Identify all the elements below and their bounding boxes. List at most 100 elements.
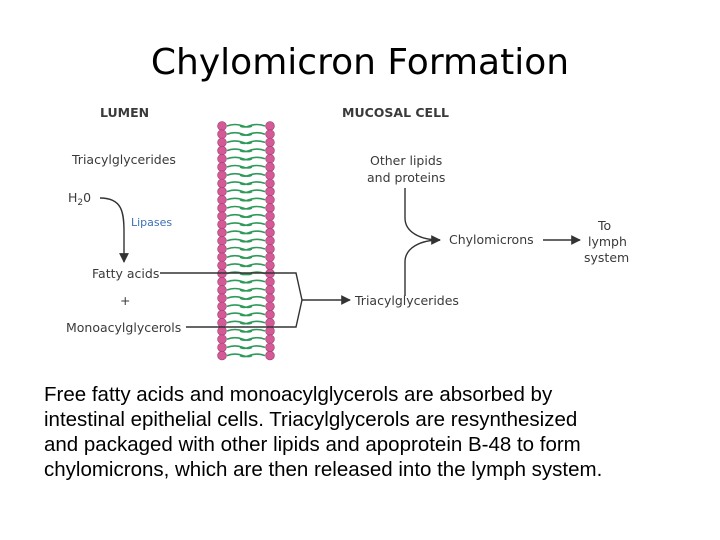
phospholipid-head-right (265, 236, 275, 246)
lipid-tail-left (226, 312, 253, 317)
lipid-tail-right (239, 189, 266, 194)
triacylglycerides-cell-label: Triacylglycerides (354, 293, 459, 308)
phospholipid-head-left (217, 285, 227, 295)
phospholipid-head-left (217, 244, 227, 254)
lipid-tail-left (226, 263, 253, 268)
lipid-tail-right (239, 320, 266, 325)
monoacylglycerol-transport-line (186, 299, 303, 328)
lipid-tail-left (226, 222, 253, 227)
phospholipid-head-left (217, 211, 227, 221)
phospholipid-head-right (265, 318, 275, 328)
caption-line: intestinal epithelial cells. Triacylglyc… (44, 408, 578, 431)
other-lipids-arrow (404, 188, 441, 245)
caption: Free fatty acids and monoacylglycerols a… (44, 382, 704, 482)
phospholipid-head-left (217, 195, 227, 205)
mucosal-cell-label: MUCOSAL CELL (342, 105, 449, 120)
hydrolysis-arrow (99, 197, 129, 263)
phospholipid-head-right (265, 326, 275, 336)
lipid-tail-right (239, 336, 266, 341)
chylomicron-diagram: LUMEN MUCOSAL CELL Triacylglycerides H20… (66, 105, 629, 361)
triacylglycerides-to-chylomicrons-line (404, 239, 441, 296)
to-lymph-label-line2: lymph (588, 234, 627, 249)
phospholipid-head-left (217, 277, 227, 287)
lipid-tail-right (239, 246, 266, 251)
lipid-tail-left (226, 189, 253, 194)
lipid-tail-left (226, 148, 253, 153)
phospholipid-head-left (217, 350, 227, 361)
phospholipid-head-right (265, 137, 275, 148)
lipid-tail-left (226, 328, 253, 333)
phospholipid-head-right (265, 186, 275, 197)
lipid-tail-right (239, 205, 266, 210)
phospholipid-head-left (217, 252, 227, 262)
water-o: 0 (83, 190, 91, 205)
lumen-label: LUMEN (100, 105, 149, 120)
lipid-tail-right (239, 230, 266, 235)
phospholipid-head-left (217, 154, 227, 164)
lipid-tail-right (239, 238, 266, 243)
phospholipid-head-left (217, 334, 227, 344)
lipid-tail-left (226, 238, 253, 243)
phospholipid-head-right (265, 227, 275, 238)
phospholipid-head-left (217, 145, 227, 156)
lipid-tail-right (239, 295, 266, 300)
phospholipid-head-left (217, 186, 227, 197)
lipid-tail-right (239, 312, 266, 317)
caption-line: chylomicrons, which are then released in… (44, 458, 603, 481)
lipid-tail-right (239, 287, 266, 292)
lipid-tail-left (226, 205, 253, 210)
phospholipid-head-right (265, 252, 275, 262)
phospholipid-head-right (265, 162, 275, 172)
lipid-tail-left (226, 123, 253, 128)
lipid-tail-right (239, 181, 266, 186)
phospholipid-head-right (265, 178, 275, 189)
water-sub: 2 (77, 198, 83, 208)
lipid-tail-right (239, 222, 266, 227)
lipid-tail-left (226, 213, 253, 218)
phospholipid-head-right (265, 170, 275, 180)
lipid-tail-left (226, 164, 253, 169)
lipid-tail-right (239, 279, 266, 284)
lipid-tail-left (226, 197, 253, 202)
lipid-tail-left (226, 304, 253, 309)
lipid-tail-right (239, 172, 266, 177)
phospholipid-head-right (265, 145, 275, 156)
phospholipid-head-left (217, 318, 227, 328)
lipid-tail-left (226, 140, 253, 145)
phospholipid-head-right (265, 260, 275, 271)
phospholipid-head-right (265, 277, 275, 287)
phospholipid-head-left (217, 121, 227, 131)
lipid-tail-left (226, 254, 253, 259)
lipid-tail-left (226, 181, 253, 186)
lipid-tail-right (239, 156, 266, 161)
phospholipid-head-right (265, 219, 275, 230)
lipases-label: Lipases (131, 216, 172, 229)
phospholipid-head-right (265, 121, 275, 131)
phospholipid-head-left (217, 178, 227, 189)
phospholipid-head-right (265, 334, 275, 344)
lipid-tail-right (239, 328, 266, 333)
phospholipid-head-right (265, 154, 275, 164)
triacylglycerides-lumen-label: Triacylglycerides (71, 152, 176, 167)
water-h: H (68, 190, 77, 205)
lipid-tail-right (239, 148, 266, 153)
phospholipid-head-left (217, 342, 227, 353)
lipid-tail-left (226, 320, 253, 325)
chylomicrons-label: Chylomicrons (449, 232, 534, 247)
lipid-tail-left (226, 353, 253, 358)
lipid-tail-left (226, 336, 253, 341)
lipid-tail-left (226, 156, 253, 161)
fatty-acids-label: Fatty acids (92, 266, 159, 281)
phospholipid-head-left (217, 309, 227, 320)
lipid-tail-left (226, 246, 253, 251)
to-lymph-label-line1: To (597, 218, 611, 233)
phospholipid-head-left (217, 129, 227, 139)
lipid-tail-left (226, 230, 253, 235)
phospholipid-head-right (265, 129, 275, 139)
other-lipids-label-line1: Other lipids (370, 153, 442, 168)
lipid-tail-right (239, 213, 266, 218)
lipid-bilayer-membrane (217, 121, 275, 361)
phospholipid-head-right (265, 309, 275, 320)
phospholipid-head-right (265, 342, 275, 353)
lipid-tail-right (239, 254, 266, 259)
